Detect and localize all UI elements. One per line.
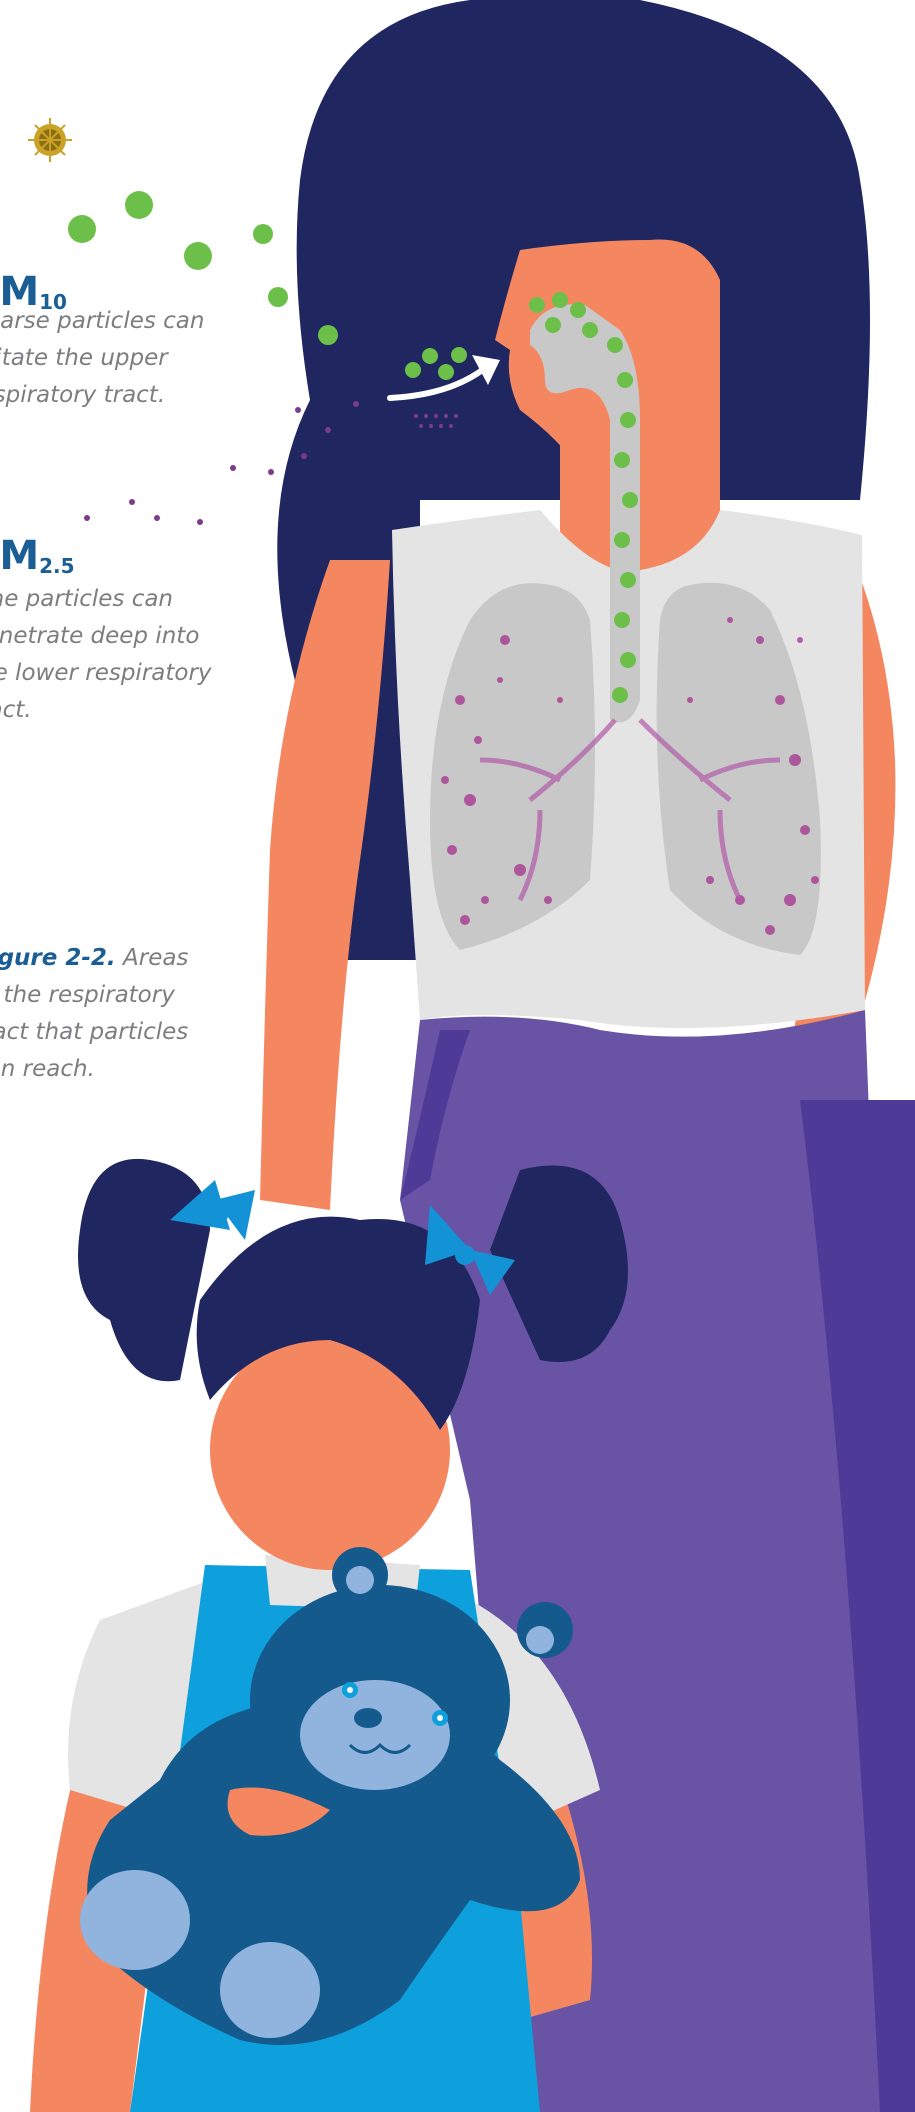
pm25-heading: PM2.5 [0, 536, 75, 576]
girl-pigtail-left [78, 1159, 210, 1381]
bear-foot-right [220, 1942, 320, 2038]
pm25-description: Fine particles can penetrate deep into t… [0, 581, 230, 729]
girl [30, 1159, 628, 2112]
figure-label: Figure 2-2. [0, 945, 116, 971]
pm25-subscript: 2.5 [39, 554, 74, 578]
figure-caption: Figure 2-2. Areas of the respiratory tra… [0, 940, 206, 1088]
pollen-icon [28, 118, 72, 162]
pm25-label: PM [0, 533, 39, 579]
bear-muzzle [300, 1680, 450, 1790]
bear-foot-left [80, 1870, 190, 1970]
bear-nose [354, 1708, 382, 1728]
pm10-description: Coarse particles can irritate the upper … [0, 303, 230, 414]
